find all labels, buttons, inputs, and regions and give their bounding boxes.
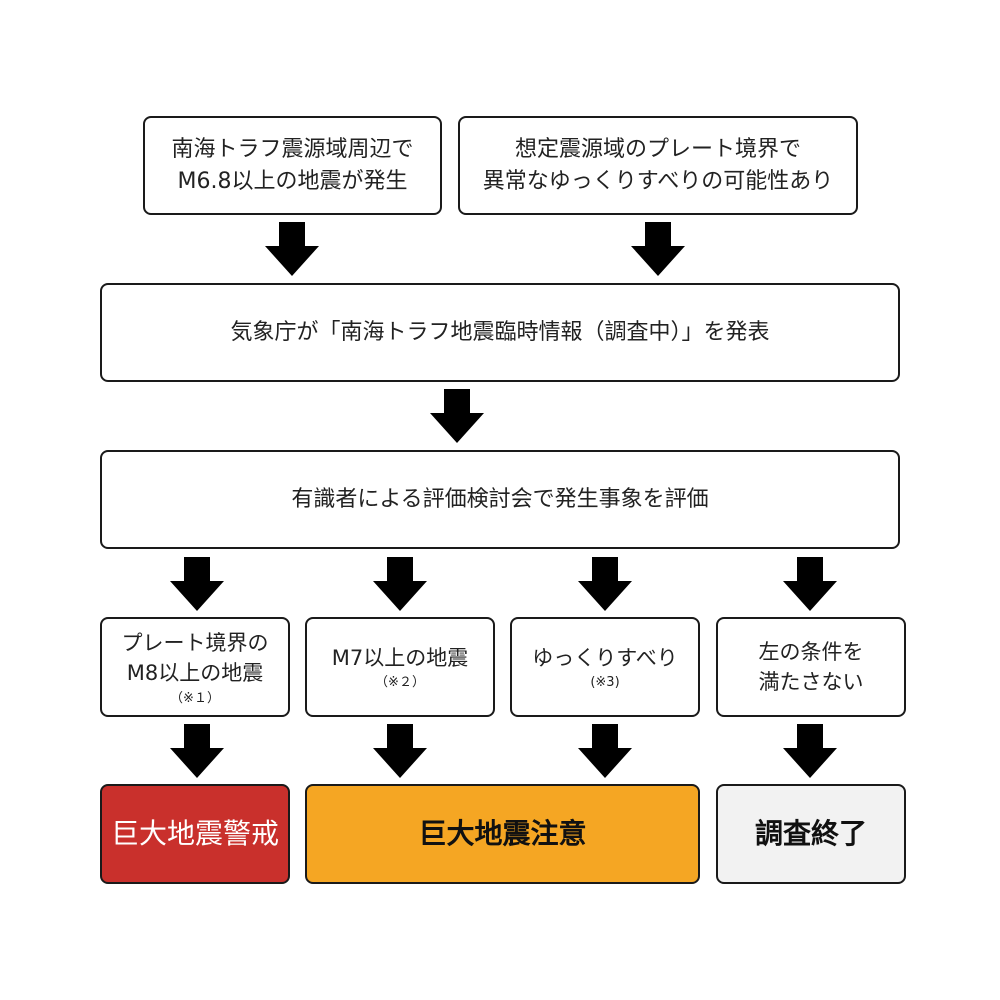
case-m8-plate-boundary-box: プレート境界の M8以上の地震 （※１） (100, 617, 290, 717)
evaluation-box: 有識者による評価検討会で発生事象を評価 (100, 450, 900, 549)
case-none-line1: 左の条件を (758, 639, 864, 664)
case-m7-note: （※２） (375, 675, 425, 691)
case-m8-note: （※１） (170, 690, 220, 706)
down-arrow-icon (578, 557, 632, 611)
announcement-box: 気象庁が「南海トラフ地震臨時情報（調査中）」を発表 (100, 283, 900, 382)
down-arrow-icon (170, 724, 224, 778)
down-arrow-icon (783, 724, 837, 778)
result-warning-box: 巨大地震警戒 (100, 784, 290, 884)
down-arrow-icon (578, 724, 632, 778)
down-arrow-icon (265, 222, 319, 276)
trigger-slow-slip-line1: 想定震源域のプレート境界で (514, 136, 801, 162)
down-arrow-icon (430, 389, 484, 443)
case-none-line2: 満たさない (758, 670, 864, 694)
down-arrow-icon (373, 557, 427, 611)
case-slow-slip-box: ゆっくりすべり (※3) (510, 617, 700, 717)
case-m7-line1: M7以上の地震 (331, 645, 469, 670)
trigger-slow-slip-line2: 異常なゆっくりすべりの可能性あり (482, 168, 834, 194)
down-arrow-icon (373, 724, 427, 778)
result-end-label: 調査終了 (754, 816, 867, 850)
trigger-slow-slip-box: 想定震源域のプレート境界で 異常なゆっくりすべりの可能性あり (458, 116, 858, 215)
result-end-box: 調査終了 (716, 784, 906, 884)
down-arrow-icon (170, 557, 224, 611)
case-m7-box: M7以上の地震 （※２） (305, 617, 495, 717)
trigger-earthquake-line2: M6.8以上の地震が発生 (177, 168, 408, 194)
result-caution-box: 巨大地震注意 (305, 784, 700, 884)
result-caution-label: 巨大地震注意 (418, 816, 587, 850)
case-m8-line1: プレート境界の (121, 630, 269, 655)
down-arrow-icon (631, 222, 685, 276)
trigger-earthquake-box: 南海トラフ震源域周辺で M6.8以上の地震が発生 (143, 116, 442, 215)
case-m8-line2: M8以上の地震 (126, 661, 264, 686)
trigger-earthquake-line1: 南海トラフ震源域周辺で (171, 136, 414, 162)
case-slow-slip-line1: ゆっくりすべり (532, 645, 678, 670)
case-none-box: 左の条件を 満たさない (716, 617, 906, 717)
down-arrow-icon (783, 557, 837, 611)
evaluation-text: 有識者による評価検討会で発生事象を評価 (291, 486, 709, 512)
case-slow-slip-note: (※3) (590, 675, 620, 691)
announcement-text: 気象庁が「南海トラフ地震臨時情報（調査中）」を発表 (230, 319, 770, 345)
result-warning-label: 巨大地震警戒 (110, 816, 279, 850)
